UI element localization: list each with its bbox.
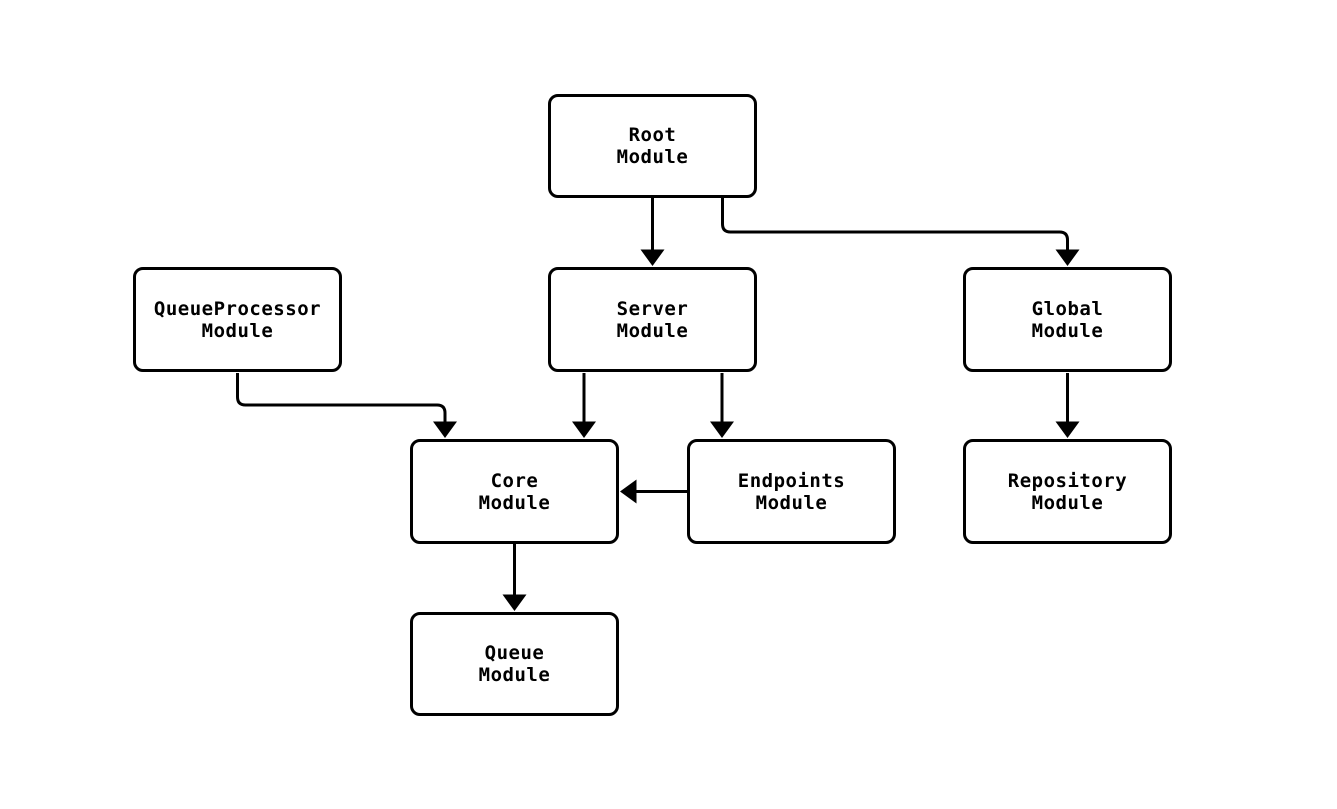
node-queueprocessor-module-label-line2: Module	[201, 319, 274, 342]
node-root-module: Root Module	[548, 94, 757, 198]
node-server-module-label-line2: Module	[616, 319, 689, 342]
node-queueprocessor-module: QueueProcessor Module	[133, 267, 342, 372]
node-queue-module-label-line1: Queue	[484, 642, 545, 664]
node-endpoints-module: Endpoints Module	[687, 439, 896, 544]
node-global-module: Global Module	[963, 267, 1172, 372]
edge-root-to-global	[721, 198, 1080, 266]
node-global-module-label-line2: Module	[1031, 319, 1104, 342]
node-core-module: Core Module	[410, 439, 619, 544]
node-queueprocessor-module-label-line1: QueueProcessor	[153, 297, 322, 320]
node-repository-module: Repository Module	[963, 439, 1172, 544]
node-queue-module: Queue Module	[410, 612, 619, 716]
node-repository-module-label-line2: Module	[1031, 491, 1104, 514]
edge-queueprocessor-to-core	[236, 373, 457, 438]
node-endpoints-module-label-line1: Endpoints	[737, 469, 846, 492]
node-server-module: Server Module	[548, 267, 757, 372]
node-core-module-label-line2: Module	[478, 491, 551, 514]
node-root-module-label-line1: Root	[628, 124, 677, 146]
node-root-module-label-line2: Module	[616, 146, 689, 168]
node-global-module-label-line1: Global	[1031, 297, 1104, 320]
node-server-module-label-line1: Server	[616, 297, 689, 320]
node-core-module-label-line1: Core	[490, 469, 539, 492]
node-repository-module-label-line1: Repository	[1007, 469, 1128, 492]
node-queue-module-label-line2: Module	[478, 664, 551, 686]
node-endpoints-module-label-line2: Module	[755, 491, 828, 514]
